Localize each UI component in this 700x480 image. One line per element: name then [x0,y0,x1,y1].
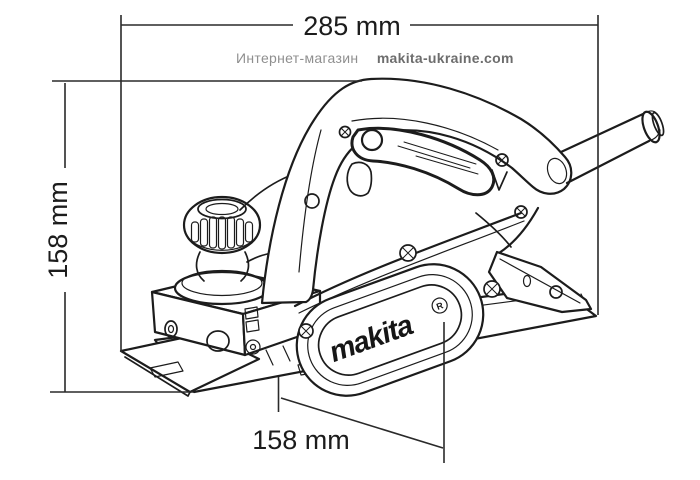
blade-slot-lines [265,345,291,366]
screw-icon [483,280,501,298]
block-side-boss-hole [167,324,175,334]
cord-bell-cap [651,111,665,137]
front-shoe-edge [124,356,191,397]
rear-foot-hole [549,285,563,299]
knob-flange-line [187,237,257,251]
cover-rim [307,274,473,386]
sole-length-dimension-label: 158 mm [252,425,350,455]
screw-icon [298,323,314,339]
screw-icon [338,125,352,139]
knob-body [182,195,262,255]
planer-illustration: makita R [119,77,665,397]
watermark: Интернет-магазин makita-ukraine.com [236,50,514,67]
dimension-width [120,15,599,352]
cord-boss [546,157,568,185]
block-hole [206,330,230,352]
height-dimension-label: 158 mm [43,181,73,279]
screw-icon [514,205,528,219]
block-small-hole [245,339,261,355]
screw-icon [399,244,417,262]
cord-guard [559,110,665,185]
screw-icon [495,153,509,167]
cover-face [317,284,463,376]
handle-hole [360,128,384,152]
handle-top-inner-line [351,117,499,151]
front-shoe-tab [149,361,184,378]
trigger [346,161,373,197]
handle-notch [491,169,508,191]
strut-inner-line [298,129,322,273]
registered-mark-letter: R [435,300,445,312]
depth-knob [173,195,271,306]
cord-bell [641,110,661,144]
cover-outer [295,263,485,397]
handle-opening [350,126,496,197]
knob-top-inner [205,202,239,216]
grip-hatch-lines [397,141,479,175]
knob-top [197,198,247,220]
knob-ribs [190,216,254,250]
dimension-annotations [50,15,599,463]
knob-base-rim [181,269,263,297]
body-rear-edge [497,206,540,255]
rear-foot-line [499,258,581,304]
dimension-sole-length [277,322,445,463]
watermark-site-link[interactable]: makita-ukraine.com [377,50,514,66]
dimension-height [50,80,362,393]
belt-cover: makita R [295,263,485,397]
block-side-boss [164,320,178,338]
knob-base [173,270,271,306]
block-square-marks [244,306,260,333]
cord-tube [559,112,651,185]
cord-bell-flare [642,110,661,142]
sole-dimension-line [280,397,444,449]
knob-neck [195,251,250,282]
registered-mark-icon [431,297,448,314]
watermark-shop-text: Интернет-магазин [236,50,358,66]
rear-foot-slot [522,274,532,288]
screws [298,125,528,339]
strut-screw-hole [304,193,320,209]
block-small-hole-center [249,343,257,351]
width-dimension-label: 285 mm [303,11,401,41]
